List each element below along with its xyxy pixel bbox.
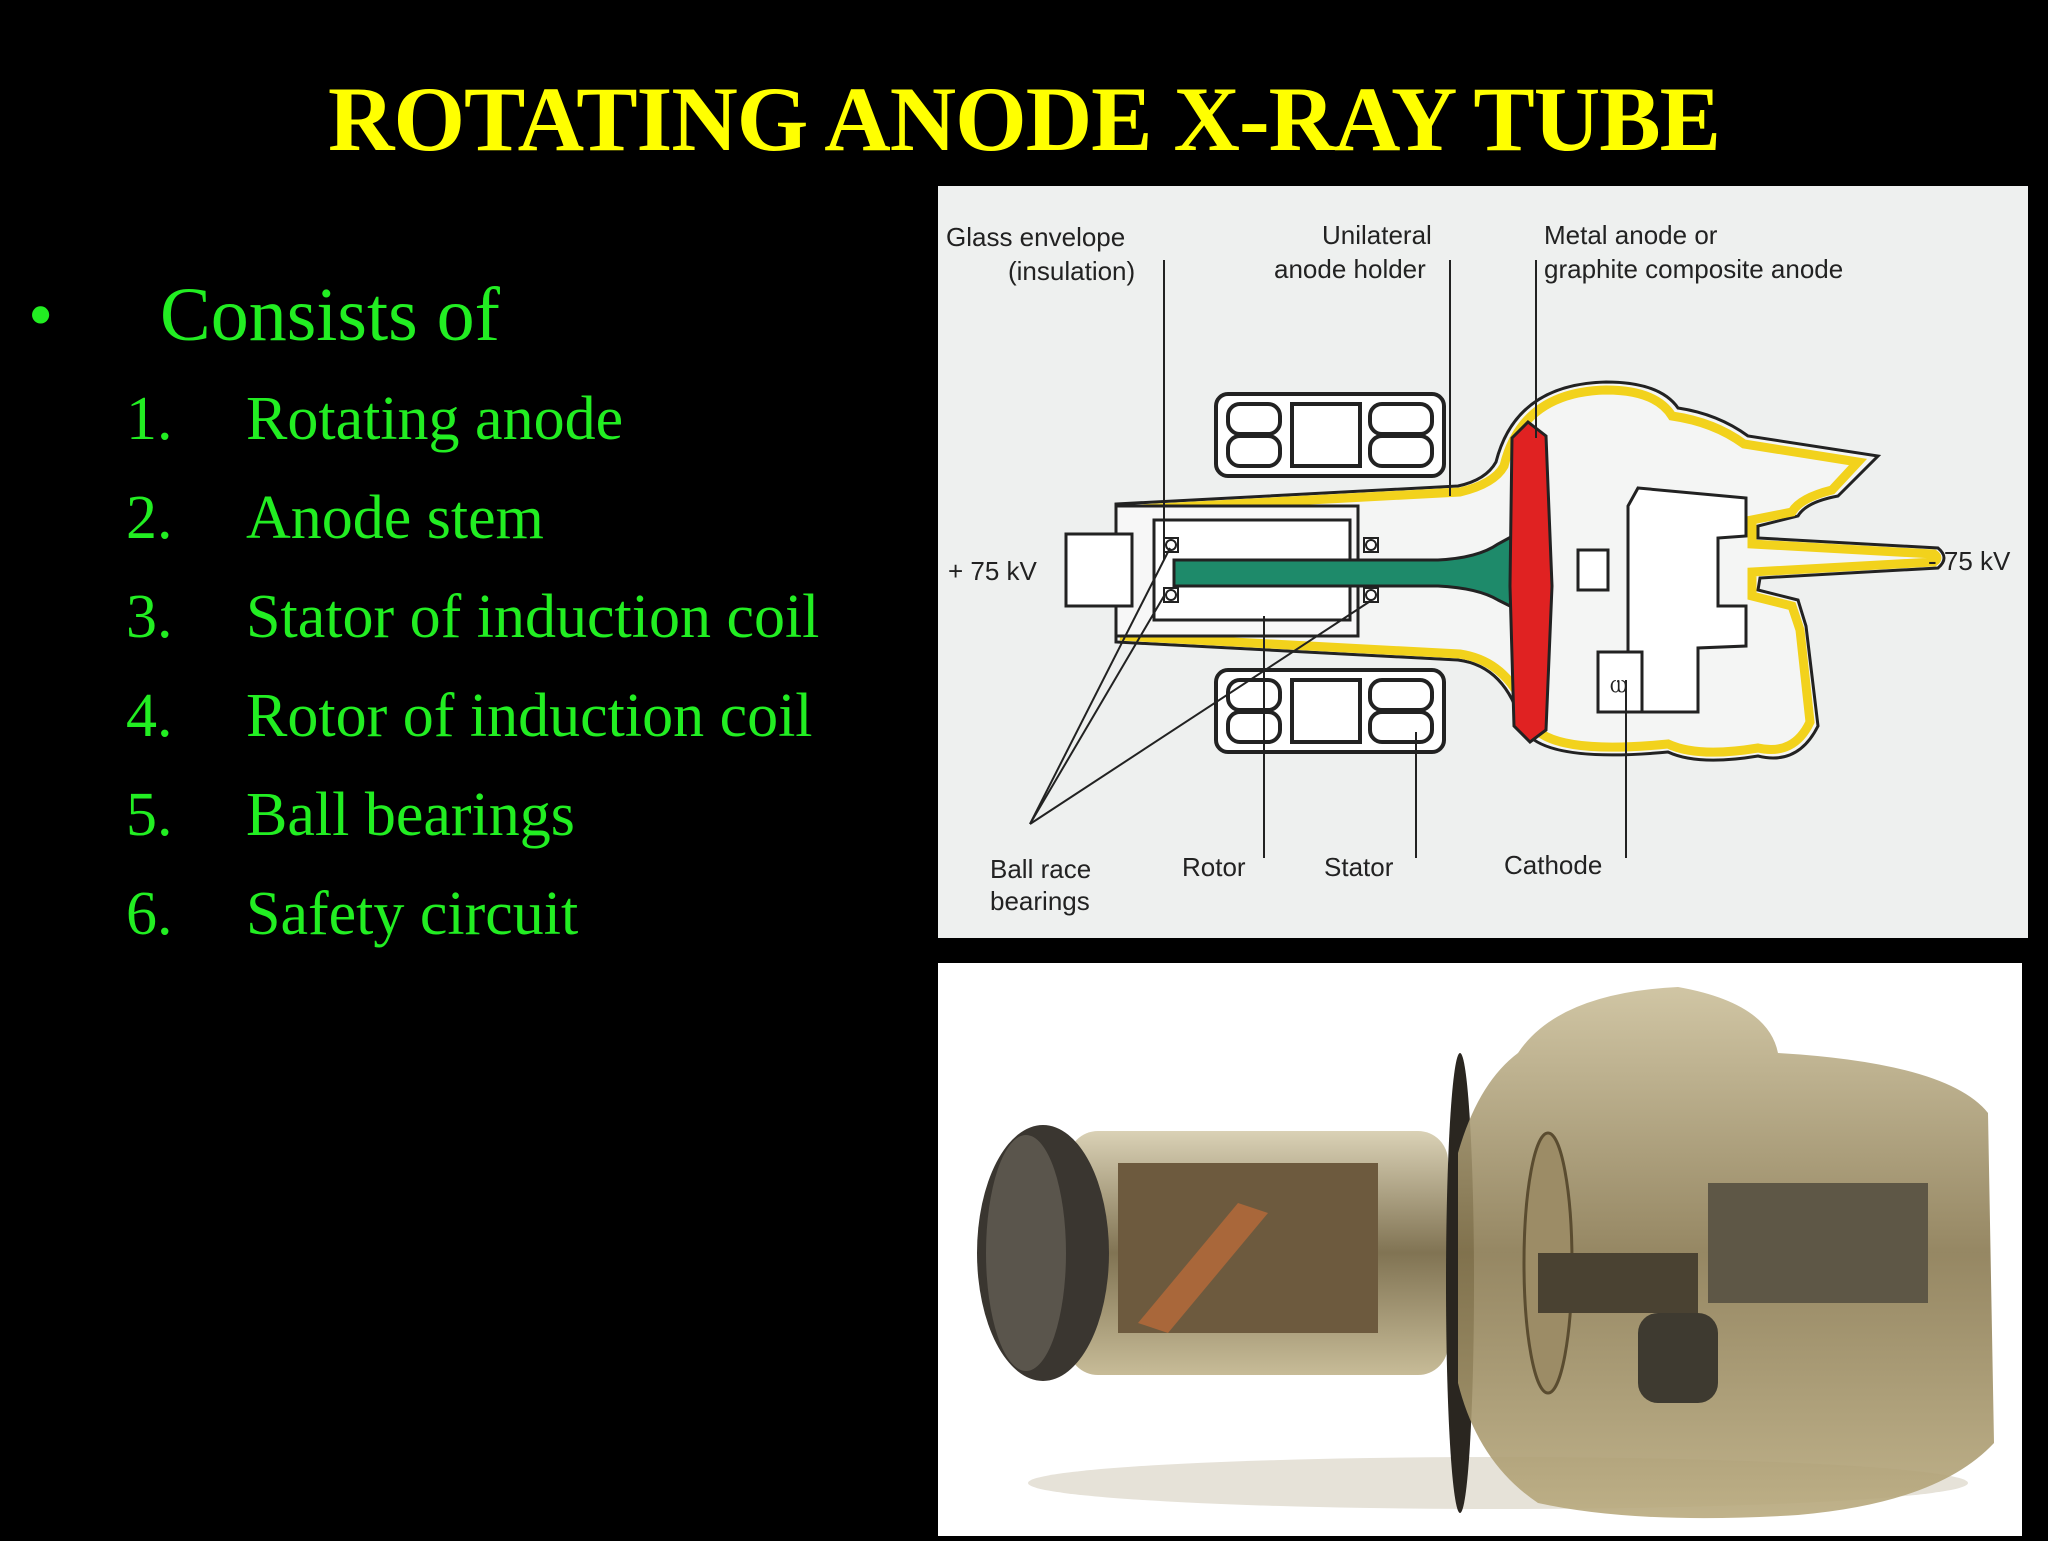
anode-back-plate [1576,548,1610,592]
plus-terminal [1064,532,1134,608]
list-number: 5. [126,781,173,849]
photo-cathode [1708,1183,1928,1303]
list-label: Anode stem [246,484,544,552]
list-label: Rotating anode [246,385,624,453]
label-cathode: Cathode [1504,850,1602,880]
photo-rotor-stripe [1138,1203,1268,1333]
label-plus-kv: + 75 kV [948,556,1038,586]
label-metal-anode-2: graphite composite anode [1544,254,1843,284]
label-rotor: Rotor [1182,852,1246,882]
slide-title: ROTATING ANODE X-RAY TUBE [328,68,1721,170]
photo-cathode-cup [1638,1313,1718,1403]
cathode-cup [1596,650,1644,714]
photo-svg [977,987,1994,1519]
list-number: 1. [126,385,173,453]
label-minus-kv: - 75 kV [1928,546,2011,576]
list-label: Safety circuit [246,880,579,948]
xray-tube-diagram: Ⲱ Glass envelope (insulation) Unilateral… [938,186,2028,938]
diagram-svg: Ⲱ Glass envelope (insulation) Unilateral… [946,220,2011,916]
photo-end-cap-face [986,1135,1066,1371]
filament-glyph: Ⲱ [1610,676,1627,696]
glass-envelope-yellow [1119,385,1942,757]
label-ball-race-2: bearings [990,886,1090,916]
label-anode-holder-2: anode holder [1274,254,1426,284]
list-number: 6. [126,880,173,948]
label-glass-envelope-1: Glass envelope [946,222,1125,252]
list-label: Rotor of induction coil [246,682,813,750]
label-stator: Stator [1324,852,1394,882]
label-metal-anode-1: Metal anode or [1544,220,1718,250]
stator-coil-bottom [1214,668,1446,754]
bullet-text: Consists of [160,273,500,357]
xray-tube-photo [938,963,2022,1536]
photo-cathode-block [1538,1253,1698,1313]
list-number: 4. [126,682,173,750]
label-ball-race-1: Ball race [990,854,1091,884]
list-number: 2. [126,484,173,552]
list-label: Stator of induction coil [246,583,820,651]
rotating-anode [1508,420,1554,744]
leader-lines [1029,260,1627,858]
label-glass-envelope-2: (insulation) [1008,256,1135,286]
list-label: Ball bearings [246,781,575,849]
label-anode-holder-1: Unilateral [1322,220,1432,250]
bullet-symbol: • [28,275,54,355]
list-number: 3. [126,583,173,651]
stator-coil-top [1214,392,1446,478]
